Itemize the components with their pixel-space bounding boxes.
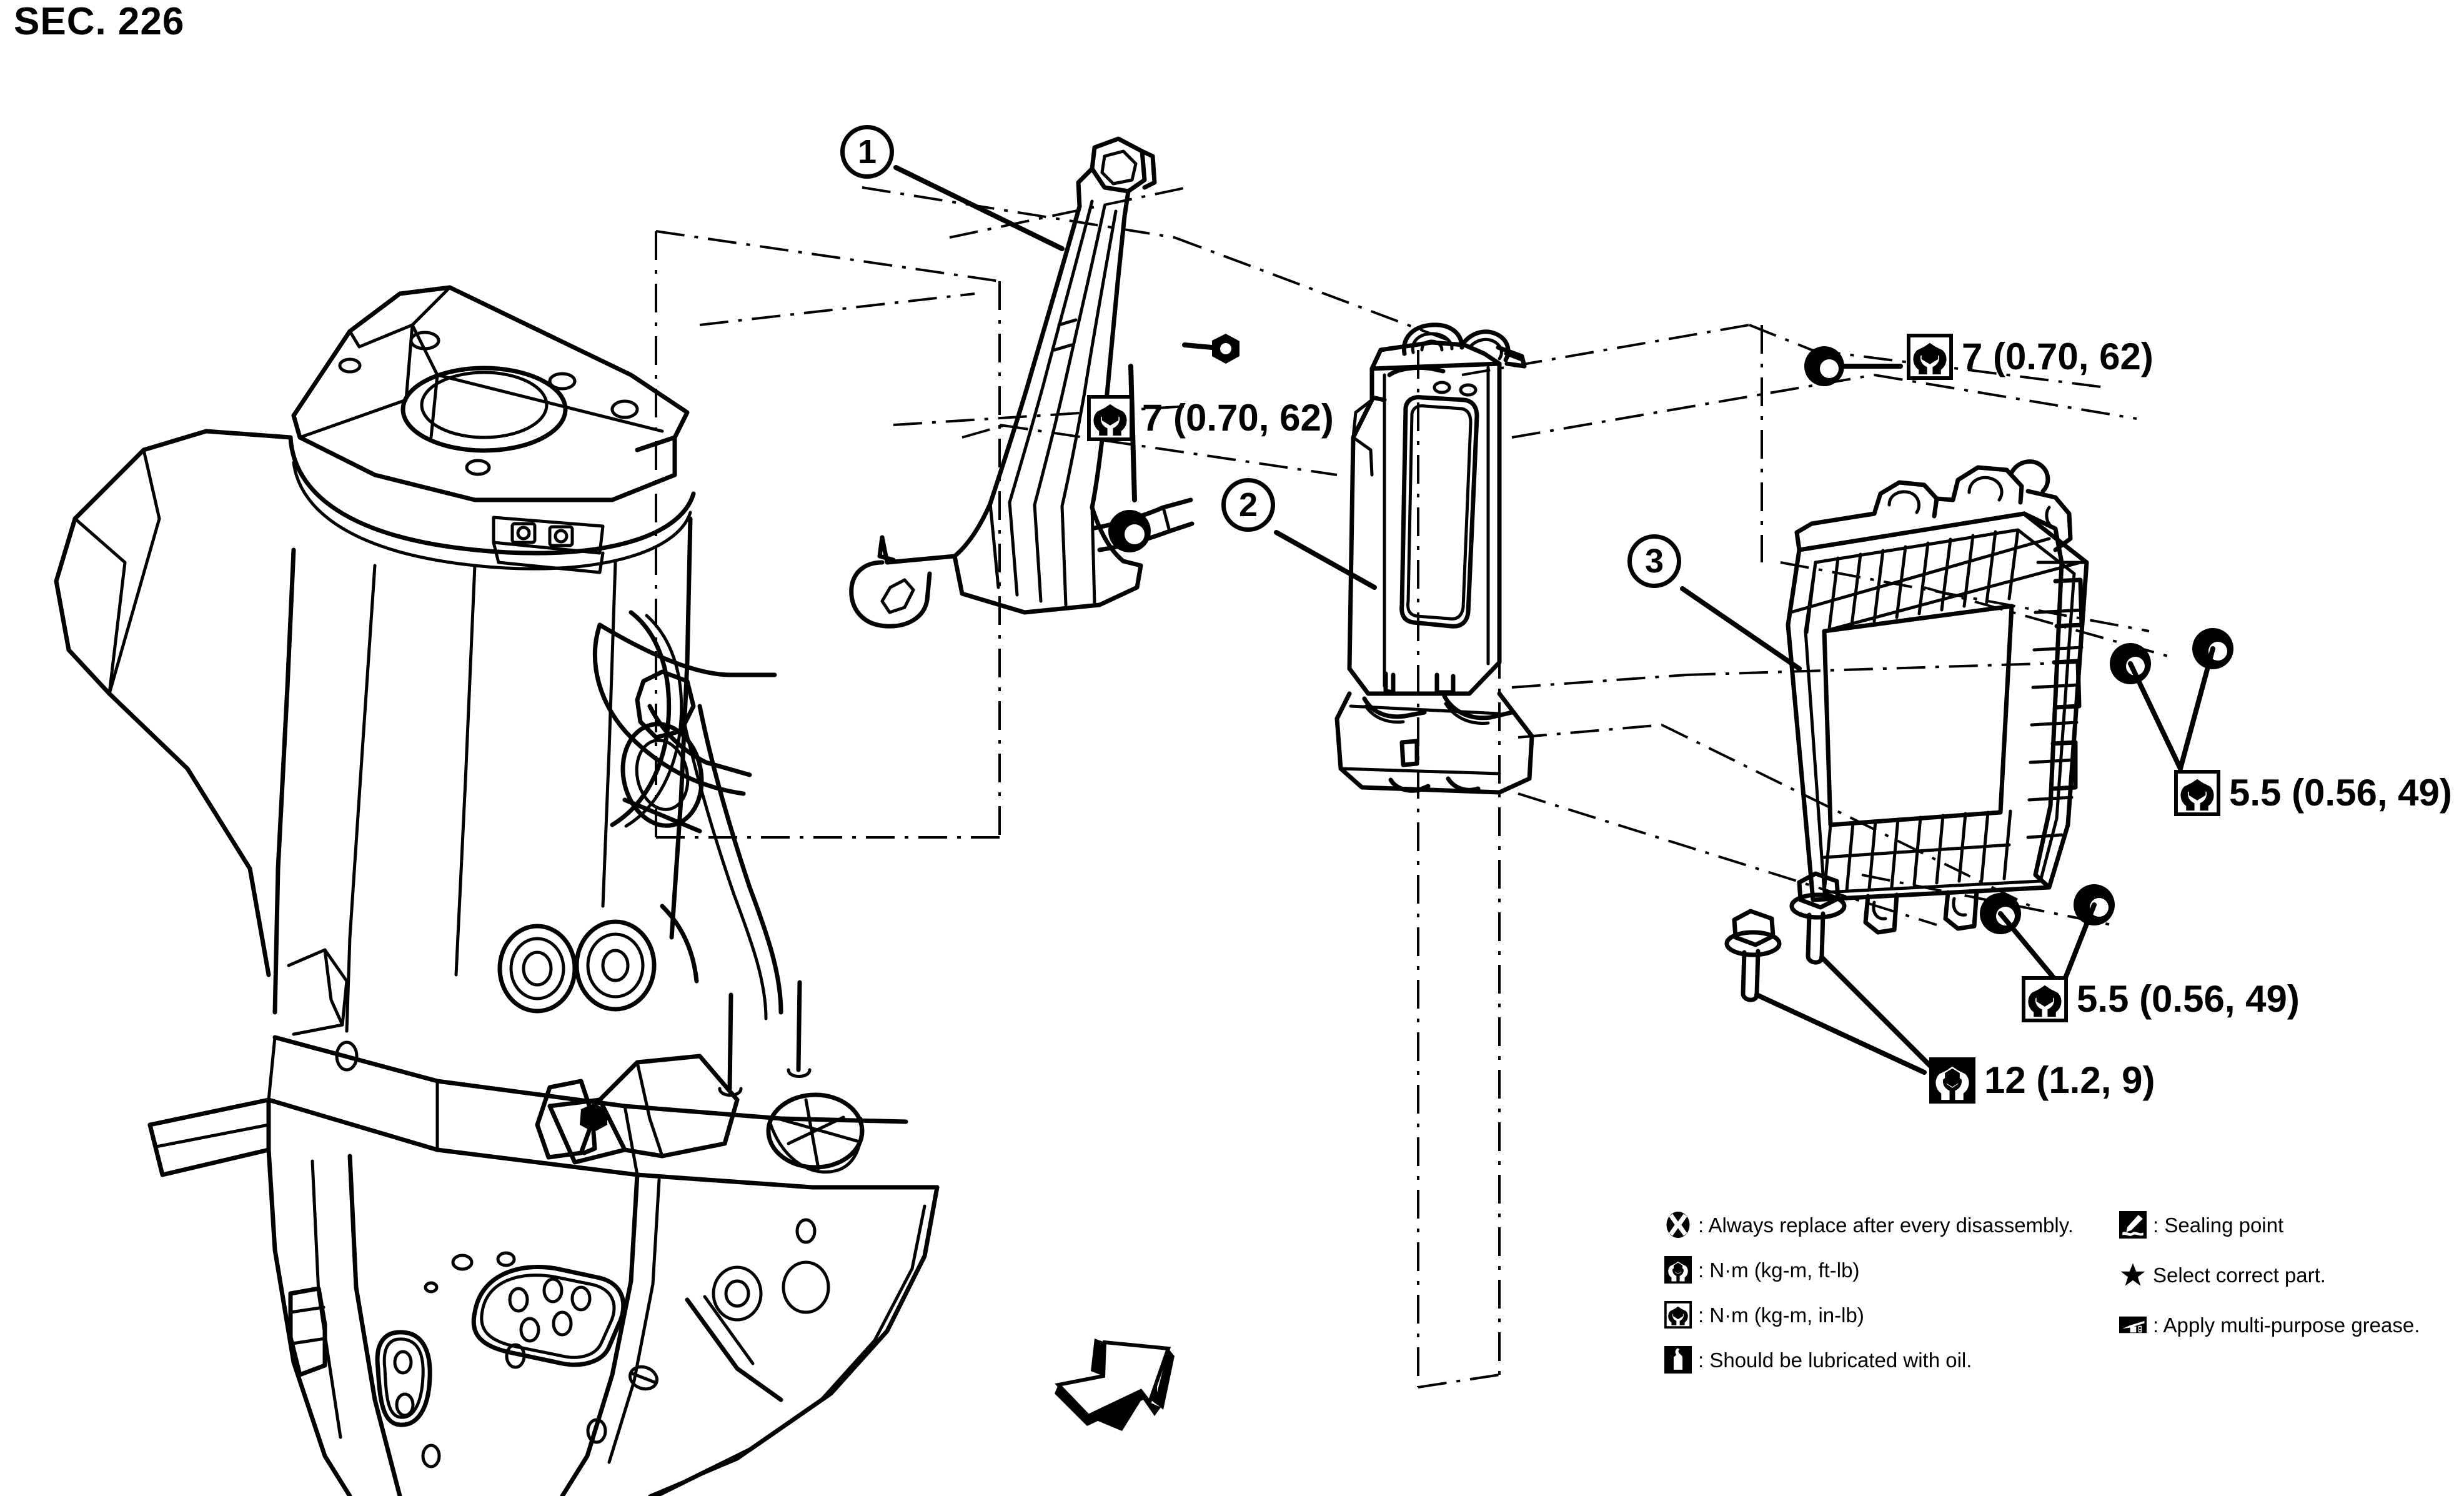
- nut-cooler-lower-right: [2074, 884, 2115, 925]
- legend-item-oil: : Should be lubricated with oil.: [1664, 1346, 2127, 1374]
- legend-right-column: : Sealing point Select correct part. : A: [2119, 1211, 2464, 1361]
- star-icon: [2120, 1263, 2145, 1286]
- oil-can-icon: [1664, 1346, 1692, 1374]
- callout-balloon-2[interactable]: 2: [1221, 478, 1275, 532]
- balloon-leader-lines: [893, 165, 1903, 671]
- support-bracket-part: [1334, 322, 1534, 795]
- legend-item-replace: : Always replace after every disassembly…: [1664, 1211, 2127, 1239]
- legend-text: : N·m (kg-m, in-lb): [1698, 1303, 1864, 1327]
- nut-cooler-upper-right: [2192, 628, 2233, 669]
- legend-item-grease: : Apply multi-purpose grease.: [2119, 1311, 2464, 1339]
- legend-text: : Should be lubricated with oil.: [1698, 1348, 1972, 1372]
- legend-item-sealing: : Sealing point: [2119, 1211, 2464, 1239]
- vehicle-front-direction-arrow: [1055, 1339, 1175, 1431]
- wrench-inlb-icon: [2022, 976, 2068, 1022]
- fasteners: [1108, 334, 2233, 1075]
- nut-support-upper: [1804, 346, 1844, 386]
- legend-item-select-part: Select correct part.: [2119, 1261, 2464, 1289]
- wrench-ftlb-icon: [1664, 1256, 1692, 1284]
- torque-spec-bracket-upper: 7 (0.70, 62): [1087, 395, 1334, 441]
- legend-left-column: : Always replace after every disassembly…: [1664, 1211, 2127, 1391]
- torque-value: 5.5 (0.56, 49): [2077, 978, 2300, 1020]
- sealing-point-icon: [2119, 1211, 2147, 1239]
- flange-bolt-left: [1724, 909, 1782, 1002]
- legend-item-inlb: : N·m (kg-m, in-lb): [1664, 1301, 2127, 1329]
- replace-part-icon: [1666, 1211, 1690, 1239]
- nut-bracket-upper: [1212, 334, 1239, 364]
- wrench-inlb-icon: [1664, 1301, 1692, 1329]
- torque-value: 7 (0.70, 62): [1142, 397, 1334, 439]
- legend-item-ftlb: : N·m (kg-m, ft-lb): [1664, 1256, 2127, 1284]
- legend-text: : Apply multi-purpose grease.: [2153, 1313, 2420, 1337]
- callout-balloon-3[interactable]: 3: [1627, 534, 1681, 588]
- torque-spec-cooler-lower: 5.5 (0.56, 49): [2022, 976, 2300, 1022]
- nut-cooler-upper-left: [2110, 643, 2151, 684]
- legend-text: : N·m (kg-m, ft-lb): [1698, 1258, 1860, 1282]
- torque-value: 12 (1.2, 9): [1984, 1059, 2155, 1101]
- callout-balloon-1[interactable]: 1: [840, 125, 894, 179]
- nut-bracket-lower: [1108, 510, 1151, 552]
- grease-icon: [2119, 1316, 2147, 1334]
- oil-cooler-part: [1786, 459, 2089, 935]
- legend-text: : Sealing point: [2153, 1213, 2284, 1237]
- torque-value: 7 (0.70, 62): [1962, 336, 2154, 377]
- engine-mount-bracket-part: [849, 136, 1195, 629]
- torque-spec-support-upper: 7 (0.70, 62): [1907, 334, 2154, 380]
- wrench-inlb-icon: [2174, 770, 2220, 816]
- legend-text: Select correct part.: [2153, 1263, 2326, 1287]
- torque-spec-cooler-upper: 5.5 (0.56, 49): [2174, 770, 2452, 816]
- nut-cooler-lower-left: [1980, 893, 2021, 934]
- wrench-ftlb-icon: [1929, 1057, 1975, 1104]
- flange-bolt-right: [1789, 871, 1847, 965]
- torque-spec-bolt-ftlb: 12 (1.2, 9): [1929, 1057, 2155, 1104]
- legend-text: : Always replace after every disassembly…: [1698, 1213, 2074, 1237]
- torque-value: 5.5 (0.56, 49): [2229, 772, 2452, 814]
- wrench-inlb-icon: [1907, 334, 1953, 380]
- section-title: SEC. 226: [14, 0, 185, 43]
- vehicle-body-front-structure: [54, 285, 940, 1496]
- wrench-inlb-icon: [1087, 395, 1133, 441]
